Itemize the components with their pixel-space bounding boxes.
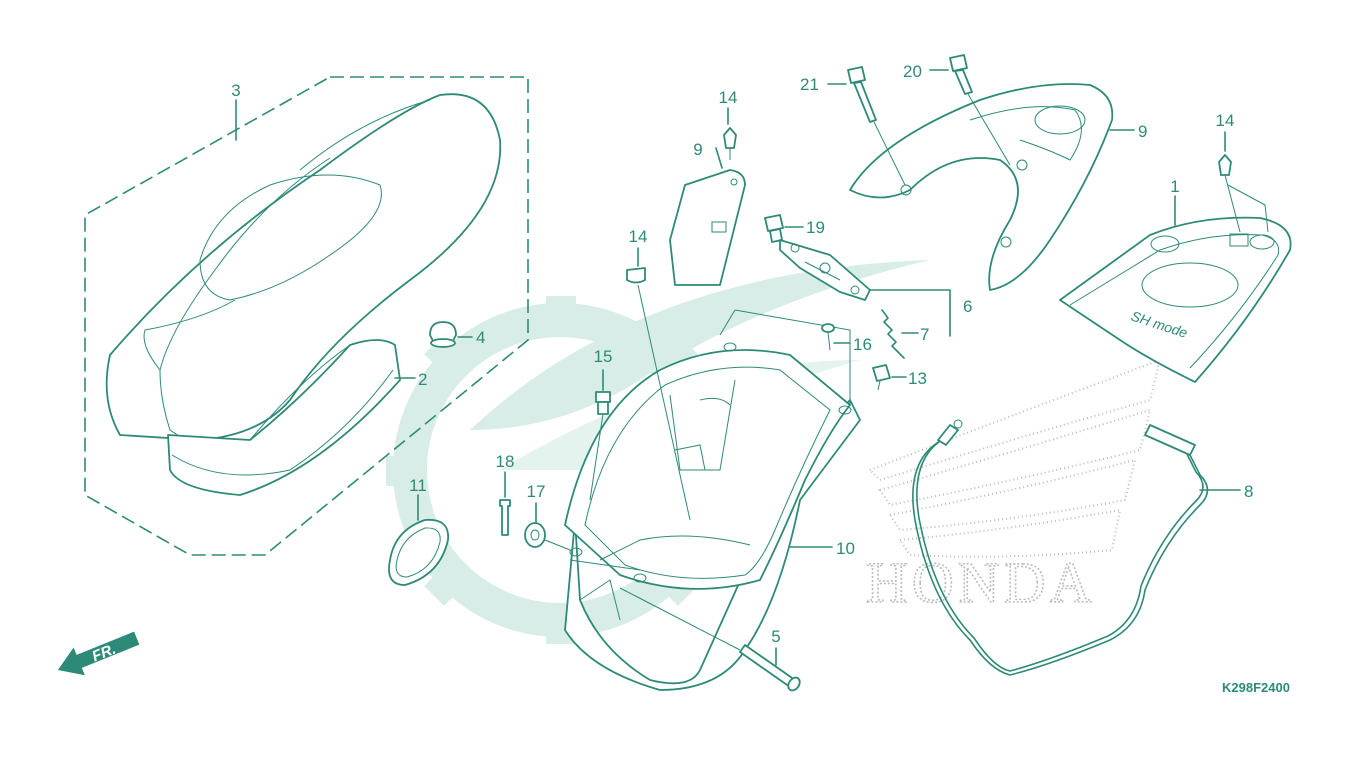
callout-8: 8: [1244, 482, 1253, 501]
spring-part-7: [881, 309, 905, 359]
nut-part-13: [872, 364, 891, 391]
callout-17: 16: [853, 335, 872, 354]
leader-15-extension: [637, 284, 691, 521]
callout-16: 15: [594, 347, 613, 366]
seat-assembly-group: 3: [84, 76, 529, 556]
gasket-part-12: [388, 518, 449, 586]
leader-18-extension: [544, 539, 571, 551]
bolt-part-21: [949, 54, 973, 95]
callout-12: 11: [409, 476, 427, 495]
callout-3: 3: [231, 81, 240, 100]
callout-18: 17: [527, 482, 546, 501]
callout-11: 9: [693, 140, 702, 159]
callout-13: 13: [908, 369, 927, 388]
callout-7: 7: [920, 325, 929, 344]
leader-22-extension: [873, 121, 906, 186]
leader-5-extension: [619, 587, 741, 651]
callout-14-left: 14: [719, 88, 738, 107]
diagram-code: K298F2400: [1222, 680, 1290, 695]
callout-6: 6: [963, 297, 972, 316]
luggage-box-part-10: [564, 309, 861, 691]
cover-panel-part-11: [669, 169, 746, 286]
leader-21-extension: [967, 93, 1011, 166]
bolt-part-5: [739, 644, 801, 692]
bolt-part-22: [847, 66, 877, 123]
bolt-part-20: [764, 214, 784, 243]
callout-20: 19: [806, 218, 825, 237]
callout-4: 4: [476, 328, 485, 347]
honda-watermark-text: HONDA: [866, 550, 1095, 615]
callout-22: 21: [800, 75, 819, 94]
callout-19: 18: [496, 452, 515, 471]
leader-11: [715, 147, 723, 169]
bolt-part-16: [595, 391, 611, 415]
callout-2: 2: [418, 370, 427, 389]
wing-watermark: [868, 358, 1162, 558]
cap-part-15: [626, 267, 646, 284]
callout-5: 5: [771, 627, 780, 646]
callout-21: 20: [903, 62, 922, 81]
screw-part-17: [821, 323, 835, 351]
clip-part-14-right: [1218, 154, 1269, 233]
callout-9: 9: [1138, 122, 1147, 141]
seat-part-3: [105, 93, 502, 441]
callout-1: 1: [1170, 177, 1179, 196]
grab-rail-part-9: [849, 83, 1114, 291]
callout-10: 10: [836, 539, 855, 558]
leader-6: [869, 289, 951, 337]
latch-bracket-part-6: [779, 239, 871, 301]
clip-part-14-left: [723, 127, 737, 160]
leader-16-extension: [589, 413, 604, 501]
front-direction-arrow: FR.: [57, 631, 140, 676]
rubber-stopper-part-4: [429, 321, 457, 348]
callout-15: 14: [629, 227, 648, 246]
callout-14-right: 14: [1216, 111, 1235, 130]
seat-base: [167, 339, 401, 496]
washer-part-18: [524, 522, 546, 548]
pin-part-19: [499, 499, 511, 536]
seat-assembly-boundary: [84, 76, 529, 556]
cable-part-8: [912, 419, 1209, 676]
emblem-panel-part-1: SH mode: [1059, 216, 1292, 383]
